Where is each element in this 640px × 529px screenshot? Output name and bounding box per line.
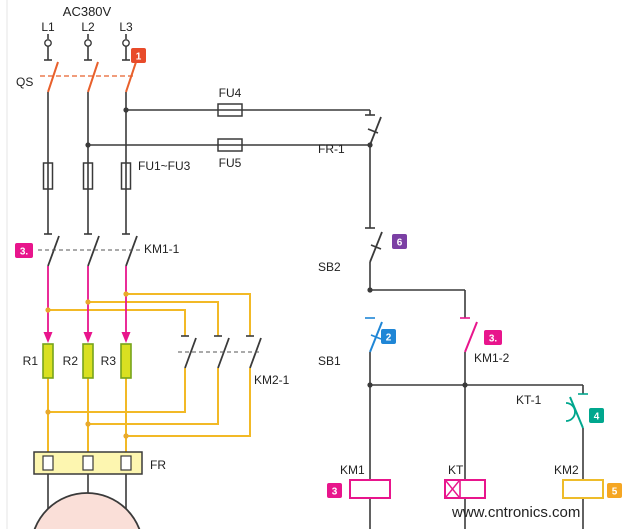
labels: AC380V L1 L2 L3 QS FU4 FU5 FU1~FU3 KM1-1…: [16, 4, 579, 477]
badge-5-label: 5: [612, 487, 618, 498]
supply-terminals: [44, 39, 130, 47]
terminal-l2: [84, 39, 92, 47]
fr-label: FR: [150, 458, 166, 472]
contactor-km1-1: [38, 233, 140, 267]
badge-5: [607, 483, 622, 498]
arrow-down-icon: [43, 332, 53, 343]
km1-2-label: KM1-2: [474, 351, 510, 365]
badge-4: [589, 408, 604, 423]
fuse-fu4: [217, 103, 243, 117]
control-wiring: [369, 110, 584, 529]
yellow-bypass-wiring: [47, 293, 251, 452]
arrow-down-icon: [121, 332, 131, 343]
terminal-l3: [122, 39, 130, 47]
badge-3a: [15, 243, 33, 258]
r3-label: R3: [101, 354, 117, 368]
badge-6: [392, 234, 407, 249]
fuse-fu5: [217, 138, 243, 152]
fuse-fu1: [42, 162, 54, 190]
fu5-label: FU5: [219, 156, 242, 170]
fr-1-label: FR-1: [318, 142, 345, 156]
qs-switch: [40, 59, 137, 93]
time-delay-arc-icon: [565, 402, 576, 422]
badge-6-label: 6: [397, 238, 403, 249]
km1-2-contact: [460, 317, 478, 353]
fuse-group-fu1-fu3: [42, 162, 132, 190]
km2-label: KM2: [554, 463, 579, 477]
badge-3b-label: 3.: [489, 334, 498, 345]
sb1-label: SB1: [318, 354, 341, 368]
fr-1-contact: [365, 114, 382, 146]
yellow-junction-dots: [45, 291, 129, 439]
contactor-km2-1: [178, 335, 262, 369]
badge-3c: [327, 483, 342, 498]
badge-2-label: 2: [386, 333, 392, 344]
watermark-text: www.cntronics.com: [451, 504, 580, 521]
sb2-label: SB2: [318, 260, 341, 274]
sb2-button: [365, 227, 383, 263]
badge-3b: [484, 330, 502, 345]
km1-label: KM1: [340, 463, 365, 477]
kt-1-contact: [565, 393, 588, 429]
supply-voltage-label: AC380V: [63, 4, 112, 19]
terminal-l1: [44, 39, 52, 47]
kt-label: KT: [448, 463, 464, 477]
arrow-down-icon: [83, 332, 93, 343]
junction-dots: [85, 107, 468, 388]
resistor-r2: [82, 343, 94, 379]
r1-label: R1: [23, 354, 39, 368]
terminal-l2-label: L2: [81, 20, 95, 34]
fu-group-label: FU1~FU3: [138, 159, 191, 173]
km1-1-label: KM1-1: [144, 242, 180, 256]
qs-label: QS: [16, 75, 33, 89]
resistor-r1: [42, 343, 54, 379]
thermal-relay-fr: [33, 451, 143, 475]
magenta-wiring: [43, 266, 131, 343]
badge-1: [131, 48, 146, 63]
badges: 1 3. 6 2 3. 4 3 5: [15, 48, 622, 498]
sb1-button: [365, 317, 383, 353]
kt-coil: [444, 479, 486, 499]
badge-1-label: 1: [136, 52, 142, 63]
badge-4-label: 4: [594, 412, 600, 423]
fuse-fu2: [82, 162, 94, 190]
badge-3a-label: 3.: [20, 247, 29, 258]
km2-1-label: KM2-1: [254, 373, 290, 387]
terminal-l3-label: L3: [119, 20, 133, 34]
kt-1-label: KT-1: [516, 393, 542, 407]
fu4-label: FU4: [219, 86, 242, 100]
power-wiring: [47, 34, 370, 520]
starting-resistors: [42, 343, 132, 379]
terminal-l1-label: L1: [41, 20, 55, 34]
motor: [33, 492, 141, 529]
badge-3c-label: 3: [332, 487, 338, 498]
fuse-fu3: [120, 162, 132, 190]
badge-2: [381, 329, 396, 344]
km2-coil: [562, 479, 604, 499]
r2-label: R2: [63, 354, 79, 368]
resistor-r3: [120, 343, 132, 379]
km1-coil: [349, 479, 391, 499]
